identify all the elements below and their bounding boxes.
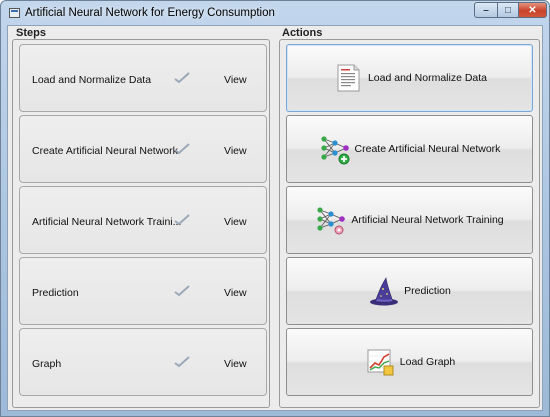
load-normalize-button[interactable]: Load and Normalize Data <box>286 44 533 112</box>
step-label: Graph <box>32 358 62 370</box>
close-icon: ✕ <box>528 4 537 16</box>
step-label: Load and Normalize Data <box>32 74 152 86</box>
minimize-button[interactable]: – <box>474 2 498 18</box>
steps-header: Steps <box>16 27 46 39</box>
maximize-icon: □ <box>504 4 512 16</box>
step-create-network: Create Artificial Neural Network View <box>19 115 267 183</box>
button-label: Prediction <box>404 285 451 297</box>
load-graph-button[interactable]: Load Graph <box>286 328 533 396</box>
actions-header: Actions <box>282 27 323 39</box>
steps-panel: Load and Normalize Data View Create Arti… <box>12 39 270 408</box>
neural-network-add-icon <box>320 136 350 165</box>
button-label: Artificial Neural Network Training <box>351 214 504 226</box>
step-graph: Graph View <box>19 328 267 396</box>
view-link[interactable]: View <box>224 287 247 299</box>
button-label: Load and Normalize Data <box>367 72 488 84</box>
app-icon[interactable] <box>9 8 20 18</box>
window-title: Artificial Neural Network for Energy Con… <box>25 7 275 19</box>
prediction-button[interactable]: Prediction <box>286 257 533 325</box>
view-link[interactable]: View <box>224 358 247 370</box>
close-button[interactable]: ✕ <box>518 2 547 18</box>
actions-panel: Load and Normalize Data Create <box>279 39 540 408</box>
window-bottom-border[interactable] <box>1 411 549 416</box>
create-network-button[interactable]: Create Artificial Neural Network <box>286 115 533 183</box>
content-area: Steps Actions Load and Normalize Data Vi… <box>7 25 543 411</box>
training-button[interactable]: Artificial Neural Network Training <box>286 186 533 254</box>
step-load-normalize: Load and Normalize Data View <box>19 44 267 112</box>
step-label: Prediction <box>32 287 79 299</box>
step-prediction: Prediction View <box>19 257 267 325</box>
title-bar[interactable]: Artificial Neural Network for Energy Con… <box>1 1 549 25</box>
minimize-icon: – <box>483 4 489 16</box>
document-data-icon <box>337 64 360 92</box>
step-label: Artificial Neural Network Traini... <box>32 216 182 228</box>
neural-network-training-icon <box>317 207 346 235</box>
button-label: Load Graph <box>399 356 456 368</box>
graph-chart-icon <box>367 349 394 376</box>
button-label: Create Artificial Neural Network <box>354 143 501 155</box>
checkmark-icon <box>174 72 190 84</box>
view-link[interactable]: View <box>224 216 247 228</box>
checkmark-icon <box>174 285 190 297</box>
checkmark-icon <box>174 143 190 155</box>
view-link[interactable]: View <box>224 145 247 157</box>
step-label: Create Artificial Neural Network <box>32 145 178 157</box>
checkmark-icon <box>174 214 190 226</box>
wizard-hat-icon <box>370 277 399 306</box>
maximize-button[interactable]: □ <box>497 2 519 18</box>
step-training: Artificial Neural Network Traini... View <box>19 186 267 254</box>
checkmark-icon <box>174 356 190 368</box>
view-link[interactable]: View <box>224 74 247 86</box>
